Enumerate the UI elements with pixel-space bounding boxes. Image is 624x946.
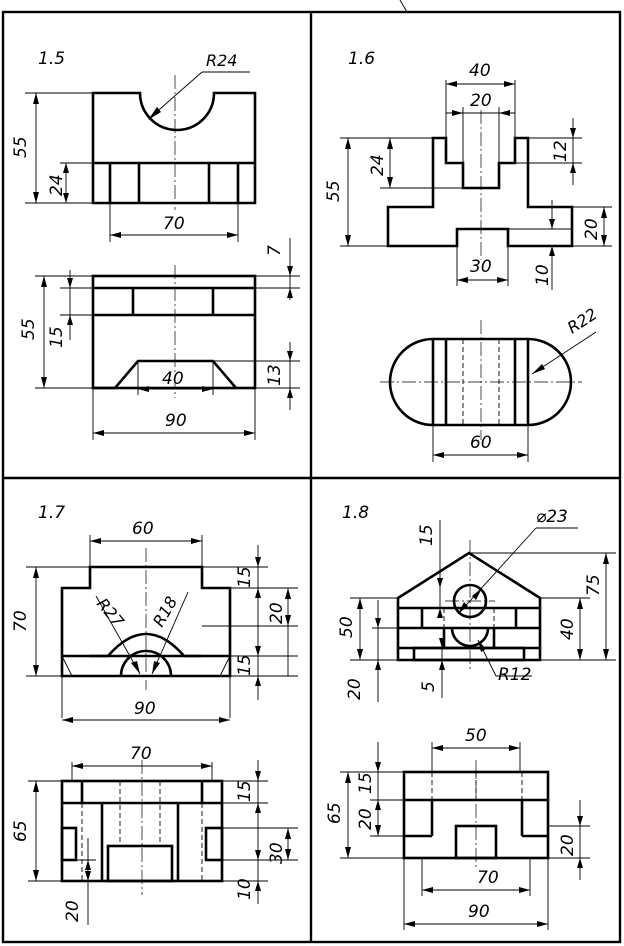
dim-width-top: 40 xyxy=(469,61,491,81)
dim-diameter: ⌀23 xyxy=(536,507,568,527)
dim-h40: 40 xyxy=(558,618,578,640)
dim-slot: 30 xyxy=(470,257,492,277)
dim-height-total-top: 65 xyxy=(325,802,345,824)
dim-height-total: 55 xyxy=(324,180,344,202)
dim-h20: 20 xyxy=(345,678,365,700)
panel-1-8: 1.8 ⌀23 1 xyxy=(325,503,616,930)
top-view: 70 65 15 30 10 xyxy=(11,744,298,925)
panel-label: 1.7 xyxy=(38,503,65,523)
panel-1-7: 1.7 R27 R18 60 xyxy=(11,503,298,925)
dim-step-top: 15 xyxy=(235,780,255,802)
dim-height-upper: 24 xyxy=(368,154,388,176)
dim-width-inner: 70 xyxy=(130,744,152,764)
front-view: ⌀23 15 75 40 50 xyxy=(337,507,616,702)
dim-width-bottom: 60 xyxy=(470,433,492,453)
panel-label: 1.8 xyxy=(342,503,369,523)
dim-notch: 40 xyxy=(162,369,184,389)
dim-height-lower: 24 xyxy=(47,174,67,196)
dim-width: 70 xyxy=(163,214,185,234)
dim-radius: R12 xyxy=(498,665,531,685)
dim-low-top: 10 xyxy=(235,878,255,900)
dim-mid-top: 30 xyxy=(267,842,287,864)
dim-height-total-top: 65 xyxy=(11,820,31,842)
dim-height-total: 75 xyxy=(584,574,604,596)
dim-mid: 20 xyxy=(267,602,287,624)
dim-step: 15 xyxy=(235,566,255,588)
top-view: 7 55 15 13 xyxy=(19,238,300,440)
dim-bottom-gap: 13 xyxy=(265,364,285,386)
dim-h50: 50 xyxy=(337,616,357,638)
dim-width-top: 90 xyxy=(165,411,187,431)
panel-label: 1.6 xyxy=(348,49,375,69)
dim-slot: 20 xyxy=(558,834,578,856)
dim-height-total-top: 55 xyxy=(19,318,39,340)
dim-low: 15 xyxy=(235,654,255,676)
dim-radius: R24 xyxy=(206,51,237,70)
dim-foot: 10 xyxy=(533,264,553,286)
dim-width-top: 60 xyxy=(132,519,154,539)
dim-width: 90 xyxy=(134,699,156,719)
panel-1-6: 1.6 40 20 55 xyxy=(324,49,612,462)
dim-width-inner: 20 xyxy=(470,91,492,111)
top-view: R22 60 xyxy=(380,304,601,462)
panel-1-5: 1.5 R24 55 24 xyxy=(11,49,300,440)
dim-v5: 5 xyxy=(419,681,439,692)
front-view: R24 55 24 70 xyxy=(11,51,257,242)
dim-width-inner: 70 xyxy=(477,868,499,888)
dim-height-total: 70 xyxy=(11,610,31,632)
front-view: R27 R18 60 70 xyxy=(11,519,298,723)
dim-h15: 15 xyxy=(356,772,376,794)
dim-top-band: 7 xyxy=(265,245,285,256)
dim-v15: 15 xyxy=(417,524,437,546)
front-view: 40 20 55 24 12 xyxy=(324,61,612,290)
dim-step: 12 xyxy=(551,140,571,162)
panel-label: 1.5 xyxy=(38,49,65,69)
dim-radius-2: R18 xyxy=(149,593,181,630)
dim-h20-top: 20 xyxy=(356,808,376,830)
dim-width-top: 50 xyxy=(465,726,487,746)
dim-height-total: 55 xyxy=(11,136,31,158)
top-view: 50 65 15 20 20 xyxy=(325,726,590,930)
dim-width: 90 xyxy=(468,902,490,922)
dim-base: 20 xyxy=(582,218,602,240)
dim-mid: 15 xyxy=(47,326,67,348)
dim-side: 20 xyxy=(63,900,83,922)
